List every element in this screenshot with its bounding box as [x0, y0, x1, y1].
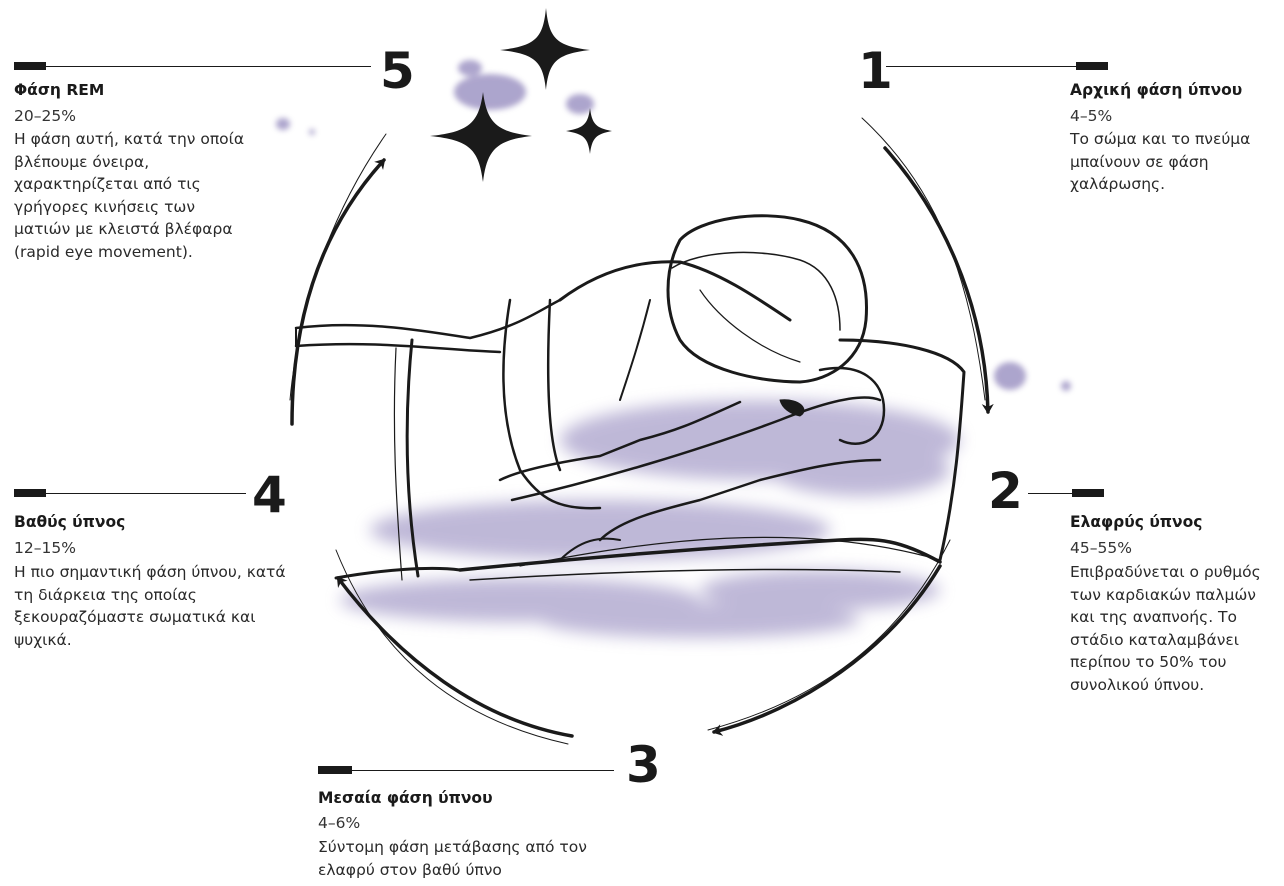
label-bar: [1076, 62, 1108, 70]
leader-line: [46, 66, 371, 67]
stage-percent: 4–5%: [1070, 106, 1112, 126]
stage-number: 3: [626, 740, 661, 790]
stage-number: 1: [858, 46, 893, 96]
leader-line: [352, 770, 614, 771]
stage-percent: 12–15%: [14, 538, 76, 558]
stage-description: Επιβραδύνεται ο ρυθμός των καρδιακών παλ…: [1070, 561, 1284, 696]
label-bar: [1072, 489, 1104, 497]
stage-title: Αρχική φάση ύπνου: [1070, 80, 1242, 100]
watercolor-wash: [340, 400, 960, 638]
stage-number: 4: [252, 470, 287, 520]
leader-line: [46, 493, 246, 494]
stage-description: Η φάση αυτή, κατά την οποία βλέπουμε όνε…: [14, 128, 254, 263]
stage-title: Βαθύς ύπνος: [14, 512, 125, 532]
stage-number: 5: [380, 46, 415, 96]
stage-title: Ελαφρύς ύπνος: [1070, 512, 1202, 532]
stage-percent: 20–25%: [14, 106, 76, 126]
label-bar: [14, 62, 46, 70]
stage-description: Η πιο σημαντική φάση ύπνου, κατά τη διάρ…: [14, 561, 294, 651]
stage-percent: 45–55%: [1070, 538, 1132, 558]
leader-line: [886, 66, 1076, 67]
label-bar: [318, 766, 352, 774]
stage-description: Σύντομη φάση μετάβασης από τον ελαφρύ στ…: [318, 836, 618, 881]
stage-number: 2: [988, 466, 1023, 516]
stage-percent: 4–6%: [318, 813, 360, 833]
leader-line: [1028, 493, 1072, 494]
label-bar: [14, 489, 46, 497]
watercolor-blots: [276, 60, 1071, 391]
stage-title: Φάση REM: [14, 80, 104, 100]
stage-description: Το σώμα και το πνεύμα μπαίνουν σε φάση χ…: [1070, 128, 1284, 196]
stage-title: Μεσαία φάση ύπνου: [318, 788, 493, 808]
